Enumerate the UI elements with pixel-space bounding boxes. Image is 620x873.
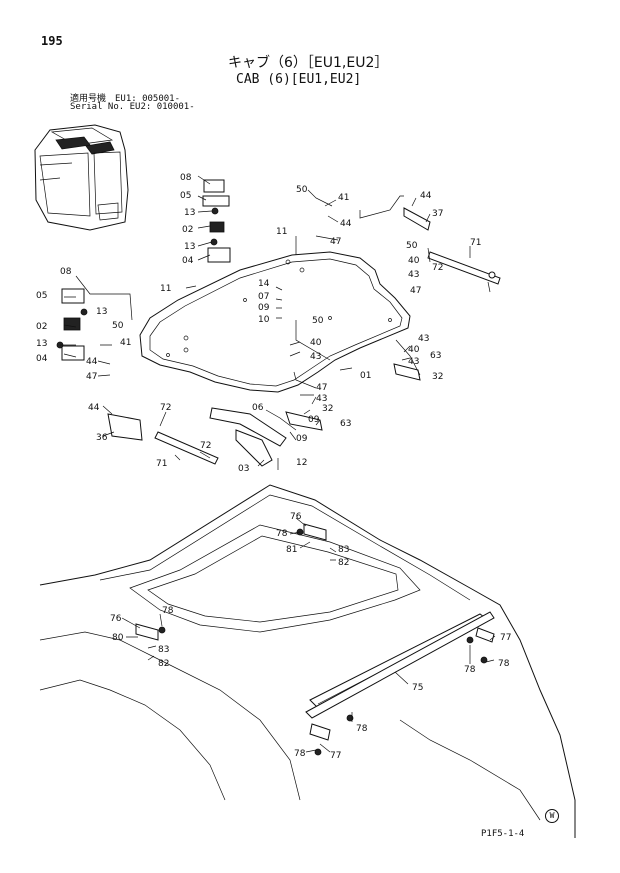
hinge-bracket-group-left (56, 288, 88, 361)
callout: 78 (356, 724, 368, 734)
callout: 43 (408, 270, 419, 280)
callout: 40 (408, 345, 420, 355)
callout: 47 (316, 383, 327, 393)
callout: 50 (406, 241, 418, 251)
callout: 11 (276, 227, 287, 237)
page-title-japanese: キャブ（6）［EU1,EU2］ (228, 55, 389, 71)
callout: 13 (36, 339, 47, 349)
callout: 13 (96, 307, 107, 317)
callout: 03 (238, 464, 249, 474)
callout: 10 (258, 315, 270, 325)
callout: 43 (408, 357, 419, 367)
callout: 47 (330, 237, 341, 247)
callout: 63 (430, 351, 441, 361)
callout: 09 (296, 434, 308, 444)
callout: 50 (112, 321, 124, 331)
roller-blind (305, 611, 495, 741)
callout: 07 (258, 292, 269, 302)
callout: 72 (432, 263, 443, 273)
callout: 71 (156, 459, 167, 469)
callout: 82 (158, 659, 169, 669)
callout: 41 (120, 338, 131, 348)
callout: 05 (180, 191, 191, 201)
roof-panel (139, 251, 411, 393)
gas-strut-left (154, 431, 219, 465)
callout: 78 (464, 665, 476, 675)
cab-roof-body (39, 484, 576, 838)
callout: 32 (322, 404, 333, 414)
callout: 83 (338, 545, 349, 555)
serial-applicability-line-2: Serial No. EU2: 010001- (70, 102, 195, 112)
callout: 08 (180, 173, 192, 183)
callout: 43 (310, 352, 321, 362)
clip-brackets (135, 523, 488, 756)
callout: 06 (252, 403, 264, 413)
callout: 09 (308, 415, 320, 425)
callout: 09 (258, 303, 270, 313)
gas-strut-right (427, 251, 501, 285)
callout: 72 (160, 403, 171, 413)
callout: 76 (290, 512, 302, 522)
callout: 44 (340, 219, 352, 229)
callout: 78 (162, 606, 174, 616)
page-title-english: CAB (6)[EU1,EU2] (236, 72, 362, 87)
callout: 43 (418, 334, 429, 344)
callout: 32 (432, 372, 443, 382)
callout: 76 (110, 614, 122, 624)
callout: 14 (258, 279, 270, 289)
callout: 44 (86, 357, 98, 367)
callout: 36 (96, 433, 108, 443)
callout: 37 (432, 209, 443, 219)
callout: 05 (36, 291, 47, 301)
callout: 77 (500, 633, 511, 643)
callout: 81 (286, 545, 297, 555)
callout: 41 (338, 193, 349, 203)
callout-labels: 08 05 13 02 13 04 50 41 44 47 44 37 11 7… (36, 173, 511, 761)
leader-lines (60, 175, 496, 753)
cab-thumbnail (34, 124, 129, 231)
callout: 80 (112, 633, 124, 643)
right-brackets (285, 207, 431, 431)
callout: 04 (36, 354, 48, 364)
callout: 40 (408, 256, 420, 266)
w-mark-icon: W (545, 809, 559, 823)
callout: 63 (340, 419, 351, 429)
serial-applicability-line-1: 適用号機 EU1: 005001- (70, 94, 181, 104)
callout: 01 (360, 371, 371, 381)
callout: 08 (60, 267, 72, 277)
callout: 83 (158, 645, 169, 655)
callout: 75 (412, 683, 423, 693)
callout: 71 (470, 238, 481, 248)
callout: 78 (294, 749, 306, 759)
callout: 40 (310, 338, 322, 348)
callout: 43 (316, 394, 327, 404)
callout: 13 (184, 242, 195, 252)
callout: 44 (420, 191, 432, 201)
callout: 77 (330, 751, 341, 761)
callout: 11 (160, 284, 171, 294)
callout: 13 (184, 208, 195, 218)
callout: 12 (296, 458, 307, 468)
callout: 02 (182, 225, 193, 235)
callout: 72 (200, 441, 211, 451)
callout: 04 (182, 256, 194, 266)
callout: 82 (338, 558, 349, 568)
callout: 44 (88, 403, 100, 413)
figure-code: P1F5-1-4 (481, 829, 525, 839)
lower-brackets (107, 407, 287, 467)
callout: 47 (86, 372, 97, 382)
page-number: 195 (41, 34, 63, 48)
hinge-bracket-group-upper (202, 179, 231, 263)
callout: 78 (498, 659, 510, 669)
callout: 78 (276, 529, 288, 539)
callout: 47 (410, 286, 421, 296)
callout: 50 (312, 316, 324, 326)
callout: 02 (36, 322, 47, 332)
callout: 50 (296, 185, 308, 195)
